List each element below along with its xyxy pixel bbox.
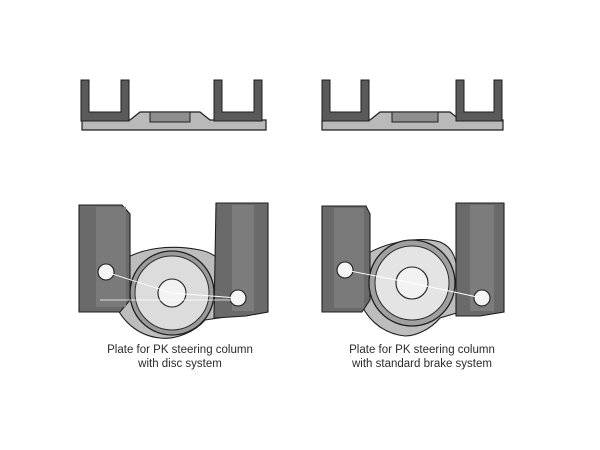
construction-line (171, 292, 239, 299)
front-view-standard-brake (321, 79, 504, 131)
front-view-left-bracket (321, 79, 370, 122)
caption-disc-system: Plate for PK steering column with disc s… (50, 343, 310, 371)
front-view-right-bracket (455, 79, 503, 122)
caption-standard-brake-system: Plate for PK steering column with standa… (292, 343, 552, 371)
caption-line: with disc system (138, 358, 222, 370)
caption-line: Plate for PK steering column (107, 344, 253, 356)
front-view-disc-system (80, 79, 267, 131)
left-bracket-face (96, 207, 126, 307)
front-view-left-bracket (80, 79, 130, 122)
front-view-right-bracket (213, 79, 263, 122)
left-bracket-face (334, 208, 364, 308)
front-view-center-boss (391, 111, 439, 123)
plan-view-disc-system (78, 202, 269, 339)
plan-view-standard-brake (321, 202, 505, 337)
caption-line: with standard brake system (352, 358, 492, 370)
construction-line (344, 269, 413, 284)
front-view-center-boss (149, 111, 191, 123)
caption-line: Plate for PK steering column (349, 344, 495, 356)
right-bracket-face (232, 205, 254, 311)
construction-line (105, 271, 173, 294)
construction-line (411, 282, 483, 299)
